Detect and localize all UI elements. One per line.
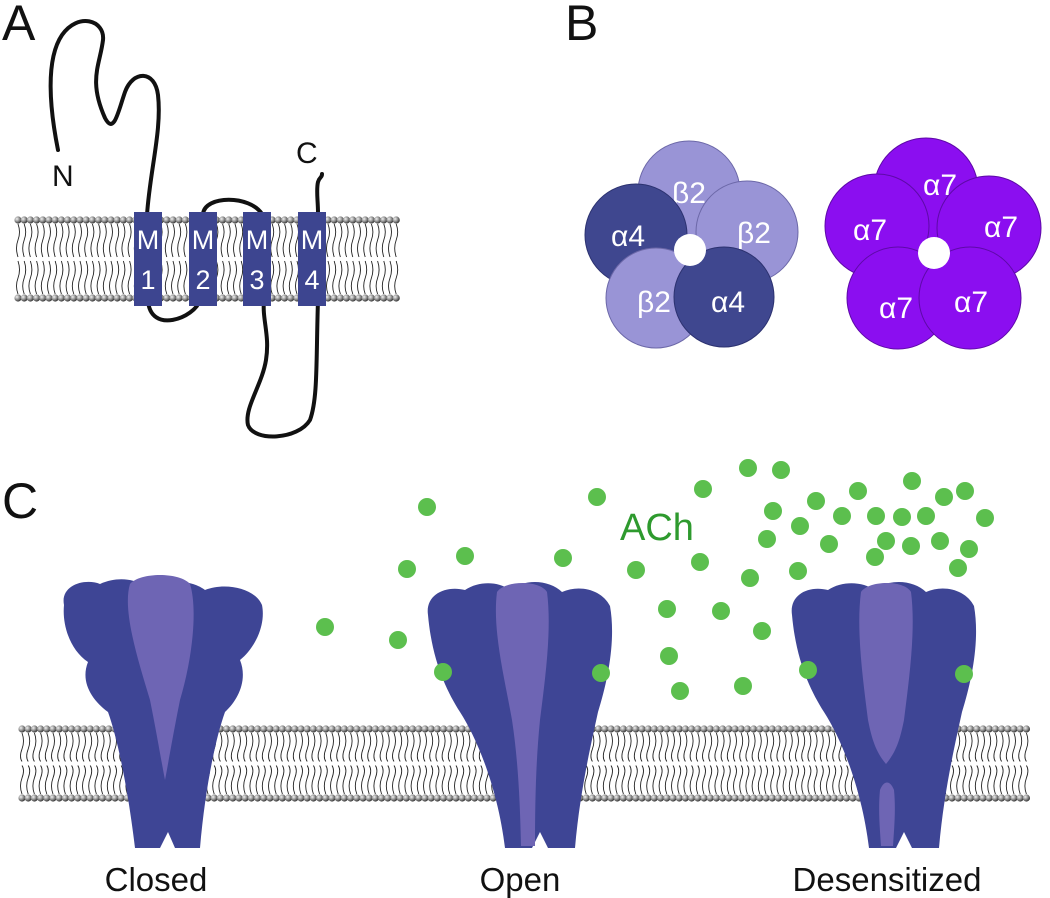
ach-molecule bbox=[389, 631, 407, 649]
ach-molecule bbox=[434, 663, 452, 681]
m4-label-top: M bbox=[301, 225, 324, 255]
ach-molecules bbox=[316, 459, 994, 700]
ach-molecule bbox=[955, 665, 973, 683]
transmembrane-segment-m4: M 4 bbox=[298, 212, 326, 306]
alpha4-beta2-pentamer: β2 α4 β2 β2 α4 bbox=[584, 140, 799, 349]
ach-molecule bbox=[658, 600, 676, 618]
ach-molecule bbox=[316, 618, 334, 636]
ach-molecule bbox=[917, 507, 935, 525]
ach-molecule bbox=[935, 488, 953, 506]
ach-label: ACh bbox=[620, 507, 694, 549]
ach-molecule bbox=[660, 647, 678, 665]
subunit-label: α7 bbox=[853, 214, 887, 247]
ach-molecule bbox=[739, 459, 757, 477]
ach-molecule bbox=[456, 547, 474, 565]
polypeptide-chain bbox=[48, 19, 324, 439]
pore-domain bbox=[495, 583, 549, 846]
ach-molecule bbox=[741, 569, 759, 587]
ach-molecule bbox=[893, 508, 911, 526]
receptor-desensitized bbox=[791, 581, 977, 848]
ach-molecule bbox=[949, 559, 967, 577]
subunit-label: α7 bbox=[879, 292, 913, 325]
receptor-closed bbox=[63, 575, 263, 848]
subunit-label: β2 bbox=[737, 217, 771, 250]
ach-molecule bbox=[592, 664, 610, 682]
ach-molecule bbox=[588, 488, 606, 506]
alpha7-pentamer: α7 α7 α7 α7 α7 bbox=[824, 137, 1042, 350]
subunit-alpha7 bbox=[918, 246, 1022, 350]
subunit-label: β2 bbox=[672, 177, 706, 210]
ach-molecule bbox=[866, 548, 884, 566]
c-terminus-label: C bbox=[296, 137, 318, 170]
ach-molecule bbox=[833, 507, 851, 525]
m2-label-top: M bbox=[192, 225, 215, 255]
state-label-open: Open bbox=[480, 861, 561, 898]
ach-molecule bbox=[903, 472, 921, 490]
subunit-label: α7 bbox=[954, 286, 988, 319]
ach-molecule bbox=[671, 682, 689, 700]
m3-label-number: 3 bbox=[249, 265, 264, 295]
ach-molecule bbox=[867, 507, 885, 525]
m3-label-top: M bbox=[246, 225, 269, 255]
pore-domain bbox=[859, 583, 913, 846]
central-pore bbox=[674, 234, 706, 266]
ach-molecule bbox=[799, 661, 817, 679]
ach-molecule bbox=[791, 517, 809, 535]
ach-molecule bbox=[772, 461, 790, 479]
ach-molecule bbox=[734, 677, 752, 695]
ach-molecule bbox=[877, 532, 895, 550]
ach-molecule bbox=[691, 553, 709, 571]
ach-molecule bbox=[820, 535, 838, 553]
ach-molecule bbox=[807, 492, 825, 510]
panel-b-label: B bbox=[565, 0, 598, 51]
subunit-label: α4 bbox=[711, 286, 745, 319]
m1-label-number: 1 bbox=[140, 265, 155, 295]
ach-molecule bbox=[753, 622, 771, 640]
ach-molecule bbox=[398, 560, 416, 578]
central-pore bbox=[918, 237, 950, 269]
m1-label-top: M bbox=[137, 225, 160, 255]
transmembrane-segment-m3: M 3 bbox=[243, 212, 271, 306]
ach-molecule bbox=[976, 509, 994, 527]
subunit-label: α4 bbox=[611, 220, 645, 253]
subunit-label: α7 bbox=[923, 169, 957, 202]
subunit-label: β2 bbox=[637, 286, 671, 319]
panel-c-label: C bbox=[2, 473, 38, 529]
ach-molecule bbox=[712, 602, 730, 620]
ach-molecule bbox=[960, 540, 978, 558]
ach-molecule bbox=[554, 549, 572, 567]
m2-label-number: 2 bbox=[195, 265, 210, 295]
subunit-alpha4-bottom-right: α4 bbox=[673, 246, 775, 348]
state-label-desensitized: Desensitized bbox=[793, 861, 982, 898]
m4-label-number: 4 bbox=[304, 265, 319, 295]
ach-molecule bbox=[694, 480, 712, 498]
ach-molecule bbox=[764, 502, 782, 520]
panel-a-label: A bbox=[2, 0, 36, 51]
ach-molecule bbox=[931, 532, 949, 550]
subunit-label: α7 bbox=[984, 211, 1018, 244]
receptor-open bbox=[427, 581, 613, 848]
state-label-closed: Closed bbox=[105, 861, 208, 898]
ach-molecule bbox=[627, 561, 645, 579]
ach-molecule bbox=[418, 498, 436, 516]
pore-domain bbox=[127, 575, 194, 780]
transmembrane-segment-m2: M 2 bbox=[189, 212, 217, 306]
ach-molecule bbox=[758, 530, 776, 548]
n-terminus-label: N bbox=[52, 160, 74, 193]
ach-molecule bbox=[902, 537, 920, 555]
ach-molecule bbox=[849, 482, 867, 500]
ach-molecule bbox=[789, 562, 807, 580]
transmembrane-segment-m1: M 1 bbox=[134, 212, 162, 306]
ach-molecule bbox=[956, 482, 974, 500]
